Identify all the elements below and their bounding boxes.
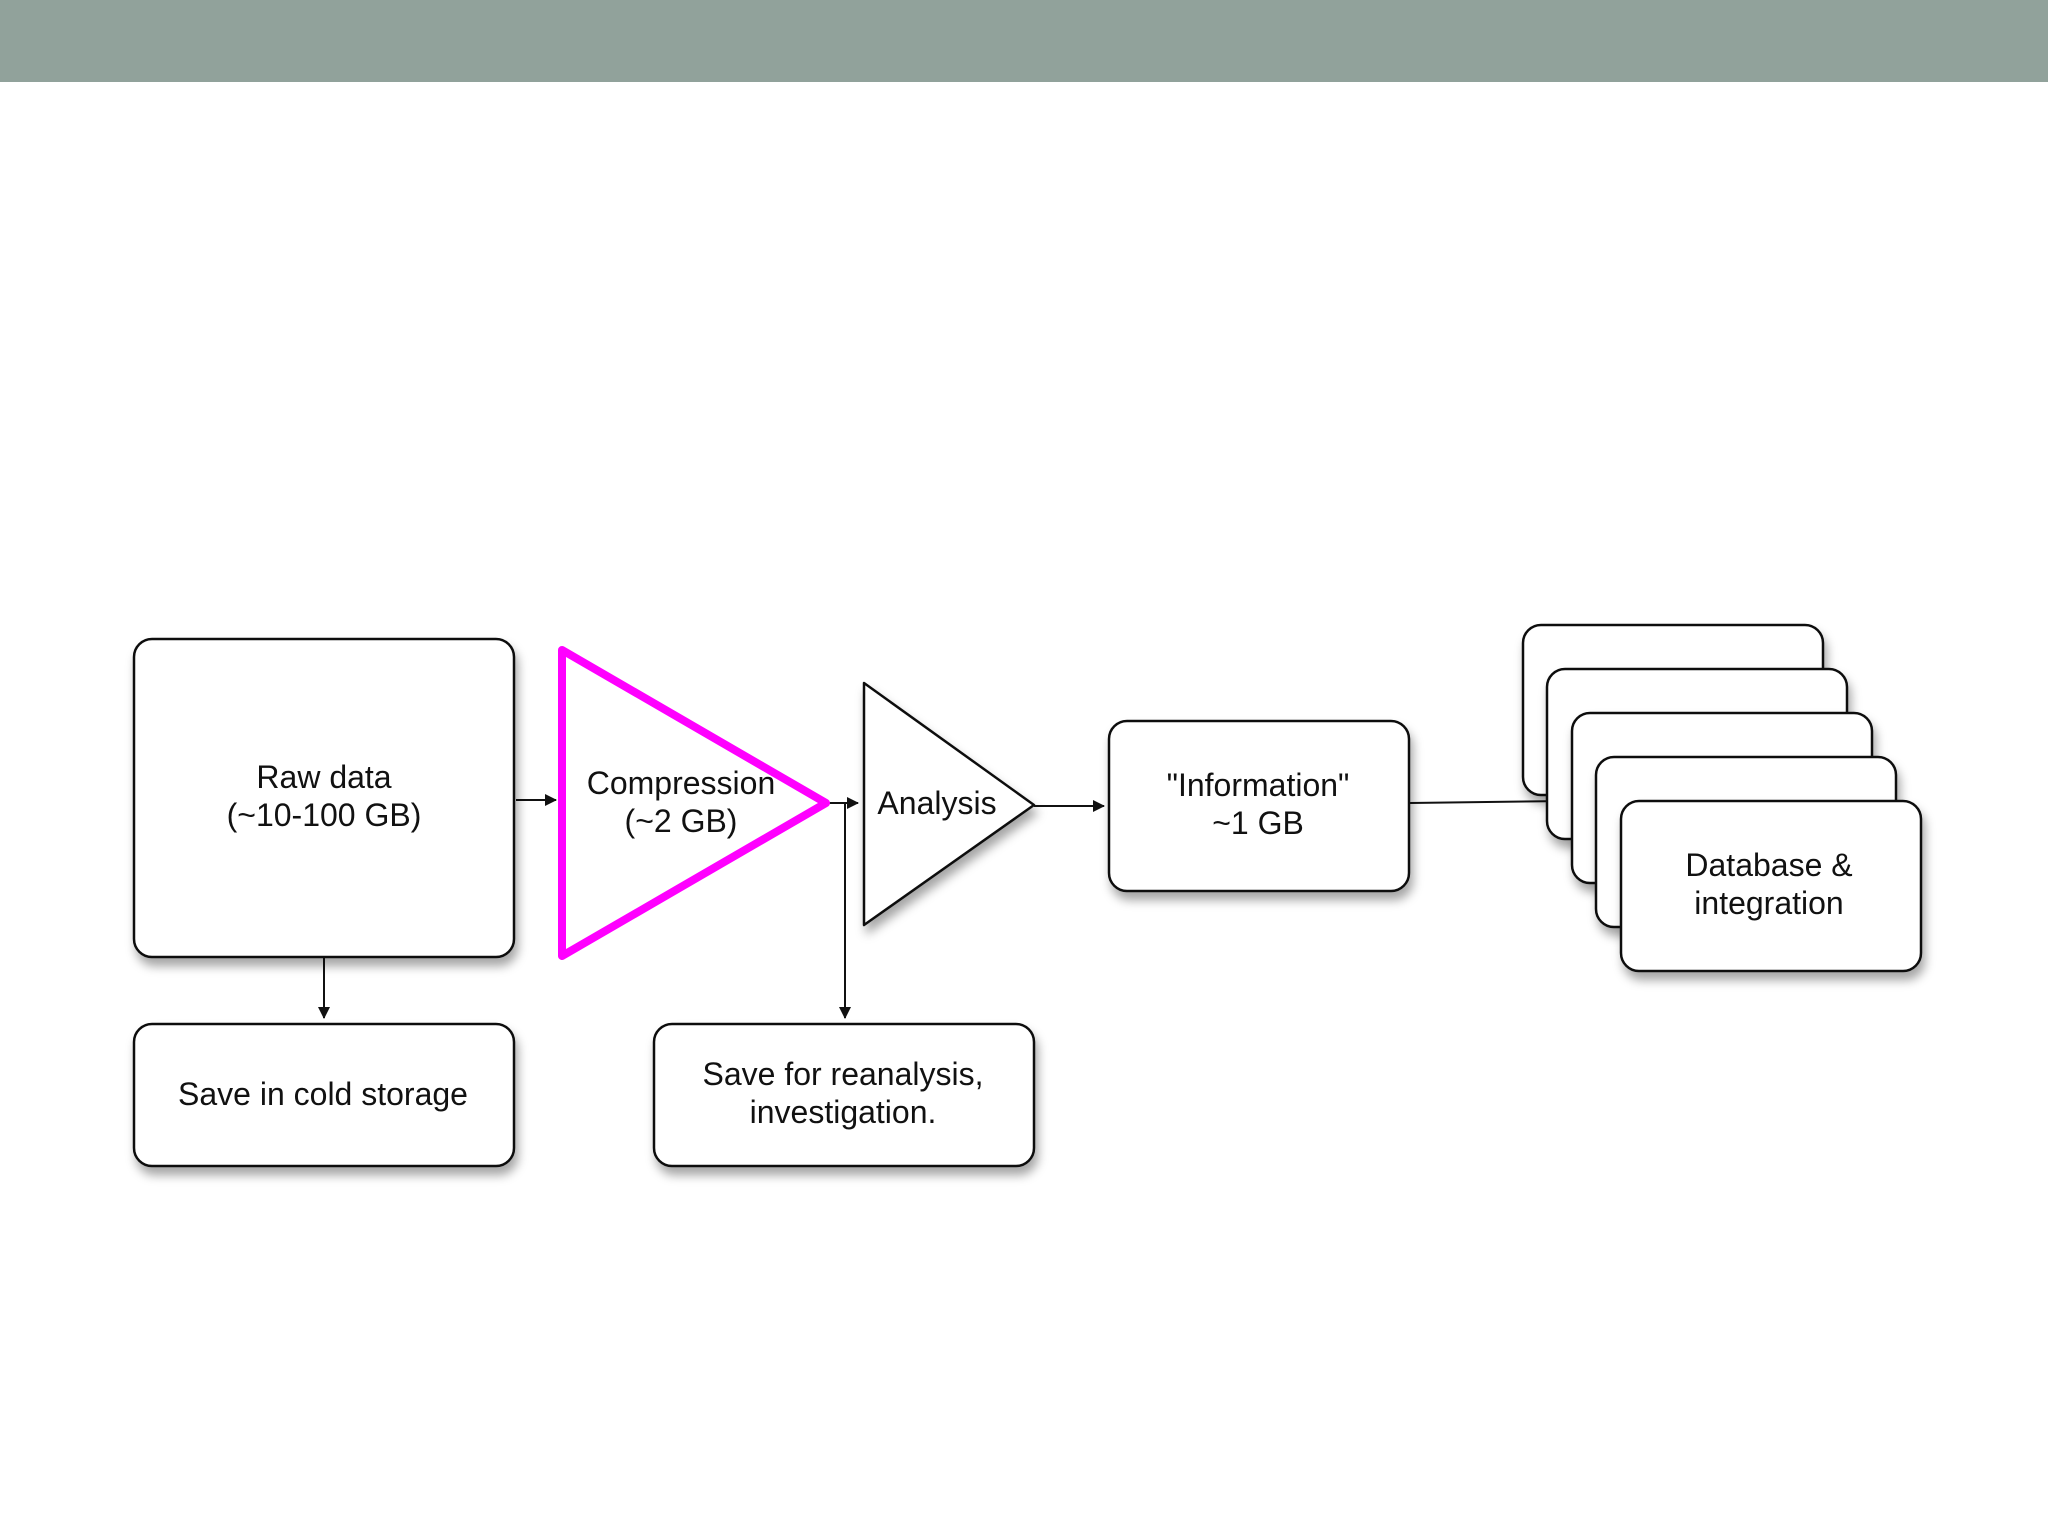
reanalysis-label-line2: investigation. bbox=[750, 1094, 937, 1130]
information-size: ~1 GB bbox=[1212, 805, 1304, 841]
raw-data-label: Raw data bbox=[256, 759, 391, 795]
compression-node: Compression (~2 GB) bbox=[558, 646, 830, 960]
database-label: Database & bbox=[1685, 847, 1852, 883]
database-node-stack: Database & integration bbox=[1521, 623, 1923, 973]
raw-data-size: (~10-100 GB) bbox=[227, 797, 422, 833]
cold-storage-node: Save in cold storage bbox=[132, 1022, 516, 1168]
compression-label: Compression bbox=[587, 765, 776, 801]
information-node: "Information" ~1 GB bbox=[1107, 719, 1411, 893]
database-stack-card-front bbox=[1619, 799, 1923, 973]
connectors bbox=[318, 794, 1567, 1019]
reanalysis-node: Save for reanalysis, investigation. bbox=[652, 1022, 1036, 1168]
raw-data-node: Raw data (~10-100 GB) bbox=[132, 637, 516, 959]
arrow-information-to-database bbox=[1409, 795, 1567, 808]
reanalysis-label: Save for reanalysis, bbox=[702, 1056, 983, 1092]
analysis-node: Analysis bbox=[862, 681, 1036, 927]
compression-size: (~2 GB) bbox=[625, 803, 738, 839]
header-bar bbox=[0, 0, 2048, 82]
analysis-label: Analysis bbox=[877, 785, 996, 821]
cold-storage-label: Save in cold storage bbox=[178, 1076, 468, 1112]
information-label: "Information" bbox=[1167, 767, 1350, 803]
database-label-line2: integration bbox=[1694, 885, 1843, 921]
